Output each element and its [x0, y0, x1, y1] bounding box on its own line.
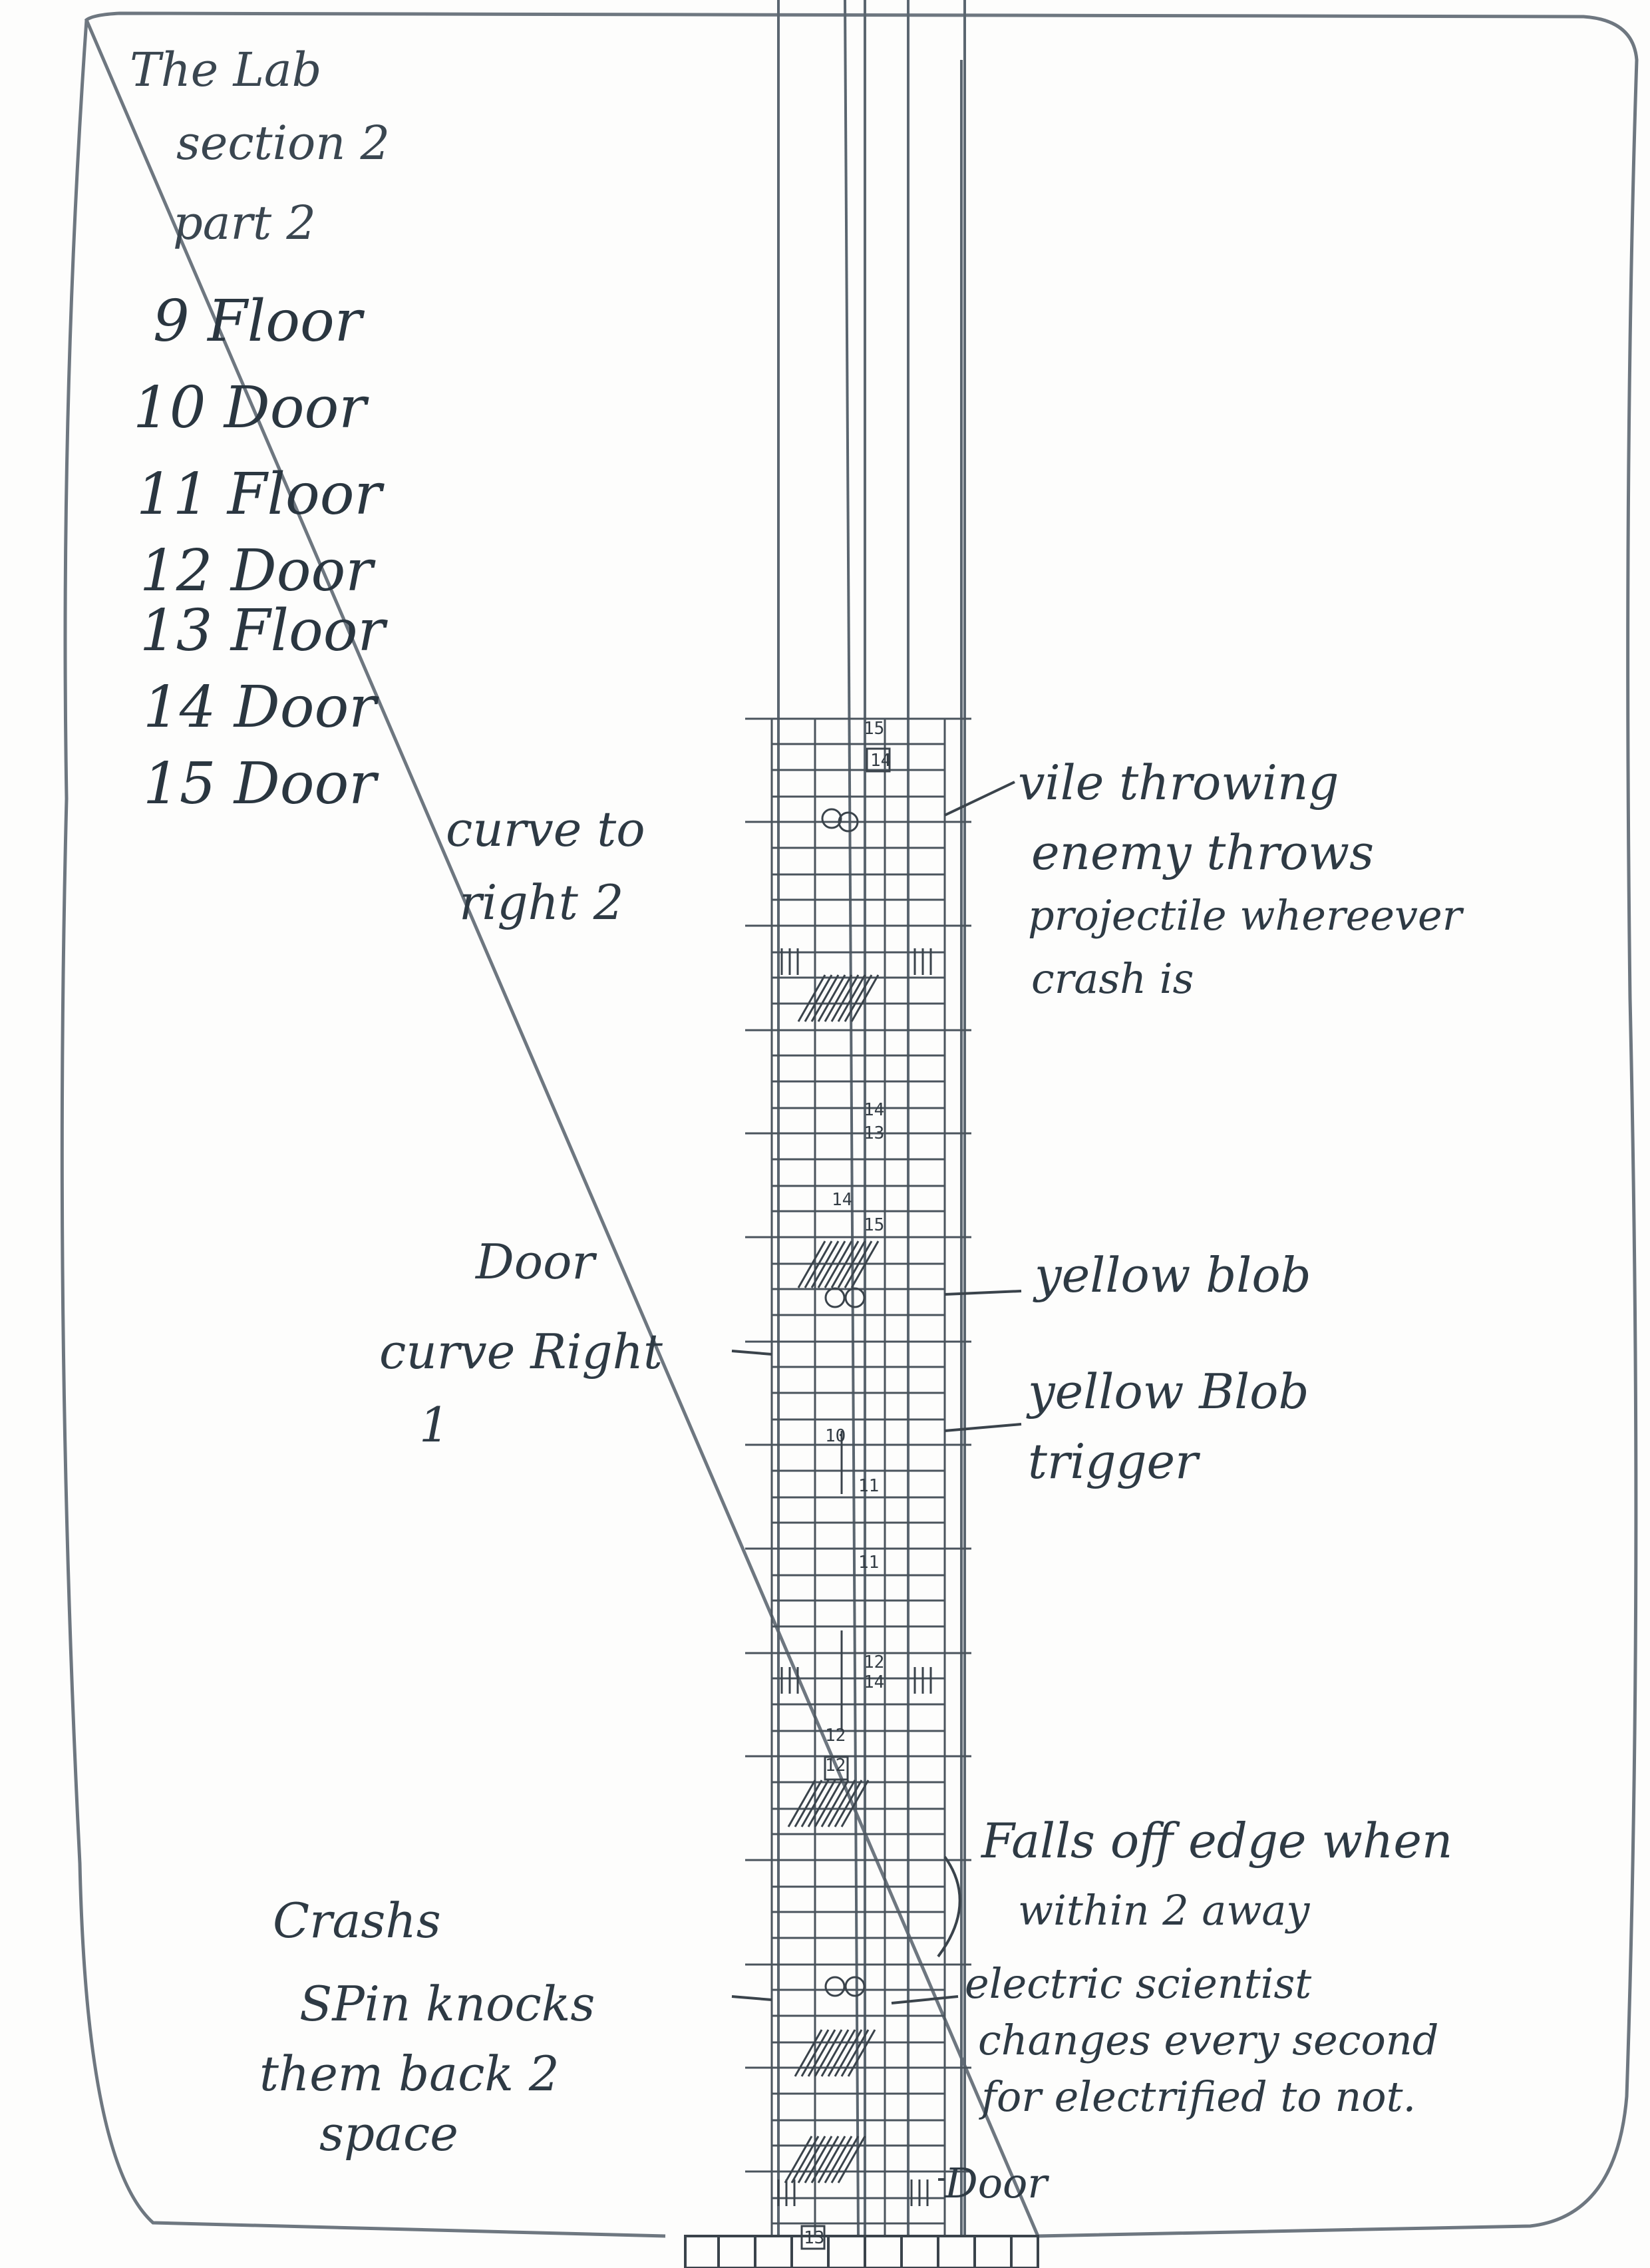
- note-curve-right-2-line2: right 2: [459, 878, 624, 926]
- note-curve-right-1-line1: curve Right: [379, 1328, 663, 1376]
- grid-number: 13: [804, 2229, 824, 2247]
- grid-number: 11: [858, 1477, 879, 1495]
- hatch-stroke: [825, 2136, 852, 2183]
- grid-number: 11: [858, 1554, 879, 1571]
- hatch-stroke: [838, 2136, 865, 2183]
- leader-line: [732, 1996, 772, 2000]
- note-electric-scientist-line2: changes every second: [978, 2020, 1438, 2061]
- note-falls-off-edge-line2: within 2 away: [1018, 1890, 1309, 1931]
- grid-number: 15: [864, 720, 884, 737]
- hatch-stroke: [815, 2030, 842, 2076]
- map-subtitle: section 2: [176, 120, 390, 166]
- grid-number: 14: [864, 1674, 884, 1691]
- note-vile-enemy-line1: vile throwing: [1018, 759, 1339, 807]
- hatch-stroke: [815, 1780, 842, 1827]
- hatch-stroke: [795, 2030, 822, 2076]
- hatch-stroke: [832, 2136, 858, 2183]
- hatch-stroke: [808, 2030, 835, 2076]
- hatch-stroke: [832, 975, 858, 1022]
- base-rect: [685, 2236, 1038, 2268]
- hatched-blob: [795, 2030, 875, 2076]
- legend-item-15: 15 Door: [143, 755, 376, 813]
- grid-number: 13: [864, 1125, 884, 1142]
- circle-marker: [826, 1288, 844, 1307]
- legend-item-10: 10 Door: [133, 379, 366, 437]
- note-vile-enemy-line4: crash is: [1031, 958, 1194, 1000]
- hatch-stroke: [808, 1780, 835, 1827]
- hatch-stroke: [822, 2030, 848, 2076]
- grid-number: 10: [825, 1427, 846, 1445]
- hatch-stroke: [848, 2030, 875, 2076]
- leader-line: [945, 1424, 1021, 1431]
- hatch-stroke: [805, 2136, 832, 2183]
- note-crashs-line2: SPin knocks: [299, 1980, 595, 2028]
- legend-item-11: 11 Floor: [136, 466, 382, 523]
- grid-number: 12: [864, 1654, 884, 1671]
- hatch-stroke: [788, 1780, 815, 1827]
- leader-line: [945, 782, 1015, 815]
- leader-line: [892, 1996, 958, 2003]
- circle-marker: [822, 809, 841, 828]
- legend-item-13: 13 Floor: [140, 602, 385, 660]
- hatch-stroke: [795, 1780, 822, 1827]
- hatched-blob: [785, 2136, 865, 2183]
- hatch-stroke: [785, 2136, 812, 2183]
- circle-marker: [846, 1288, 864, 1307]
- note-crashs-line1: Crashs: [273, 1897, 441, 1945]
- circle-marker: [826, 1977, 844, 1996]
- note-electric-scientist-line1: electric scientist: [965, 1963, 1311, 2004]
- grid-number: 15: [864, 1217, 884, 1234]
- circle-marker: [846, 1977, 864, 1996]
- legend-item-14: 14 Door: [143, 679, 376, 736]
- note-door-bottom: Door: [945, 2163, 1047, 2204]
- note-crashs-line4: space: [319, 2110, 458, 2158]
- note-curve-right-1-line2: 1: [419, 1401, 450, 1449]
- note-crashs-line3: them back 2: [259, 2050, 560, 2098]
- hatch-stroke: [825, 975, 852, 1022]
- note-falls-off-edge-line1: Falls off edge when: [981, 1817, 1452, 1865]
- hatch-stroke: [828, 2030, 855, 2076]
- hatch-stroke: [822, 1780, 848, 1827]
- note-yellow-blob: yellow blob: [1035, 1251, 1311, 1299]
- map-part: part 2: [173, 200, 316, 246]
- grid-number: 12: [825, 1727, 846, 1744]
- note-curve-right-2-line1: curve to: [446, 805, 645, 853]
- grid-number: 14: [870, 752, 891, 769]
- note-door-left: Door: [476, 1238, 595, 1286]
- hatch-stroke: [798, 2136, 825, 2183]
- note-yellow-blob-trigger-line1: yellow Blob: [1028, 1368, 1309, 1416]
- note-electric-scientist-line3: for electrified to not.: [981, 2076, 1416, 2118]
- grid-number: 12: [825, 1757, 846, 1774]
- leader-line: [732, 1351, 772, 1354]
- base-block: [685, 2236, 1038, 2268]
- hatch-stroke: [818, 975, 845, 1022]
- leader-line: [945, 1291, 1021, 1294]
- hatch-stroke: [805, 975, 832, 1022]
- grid-number: 14: [864, 1101, 884, 1119]
- note-vile-enemy-line3: projectile whereever: [1028, 895, 1462, 936]
- legend-item-12: 12 Door: [140, 542, 373, 600]
- note-vile-enemy-line2: enemy throws: [1031, 829, 1374, 876]
- grid-number: 14: [832, 1191, 852, 1209]
- note-yellow-blob-trigger-line2: trigger: [1028, 1437, 1198, 1485]
- leader-curve: [938, 1857, 960, 1957]
- map-title: The Lab: [130, 47, 321, 93]
- hatch-stroke: [798, 975, 825, 1022]
- hatch-stroke: [818, 2136, 845, 2183]
- hatch-stroke: [845, 975, 872, 1022]
- legend-item-9: 9 Floor: [153, 293, 362, 350]
- rail-line: [845, 0, 858, 2236]
